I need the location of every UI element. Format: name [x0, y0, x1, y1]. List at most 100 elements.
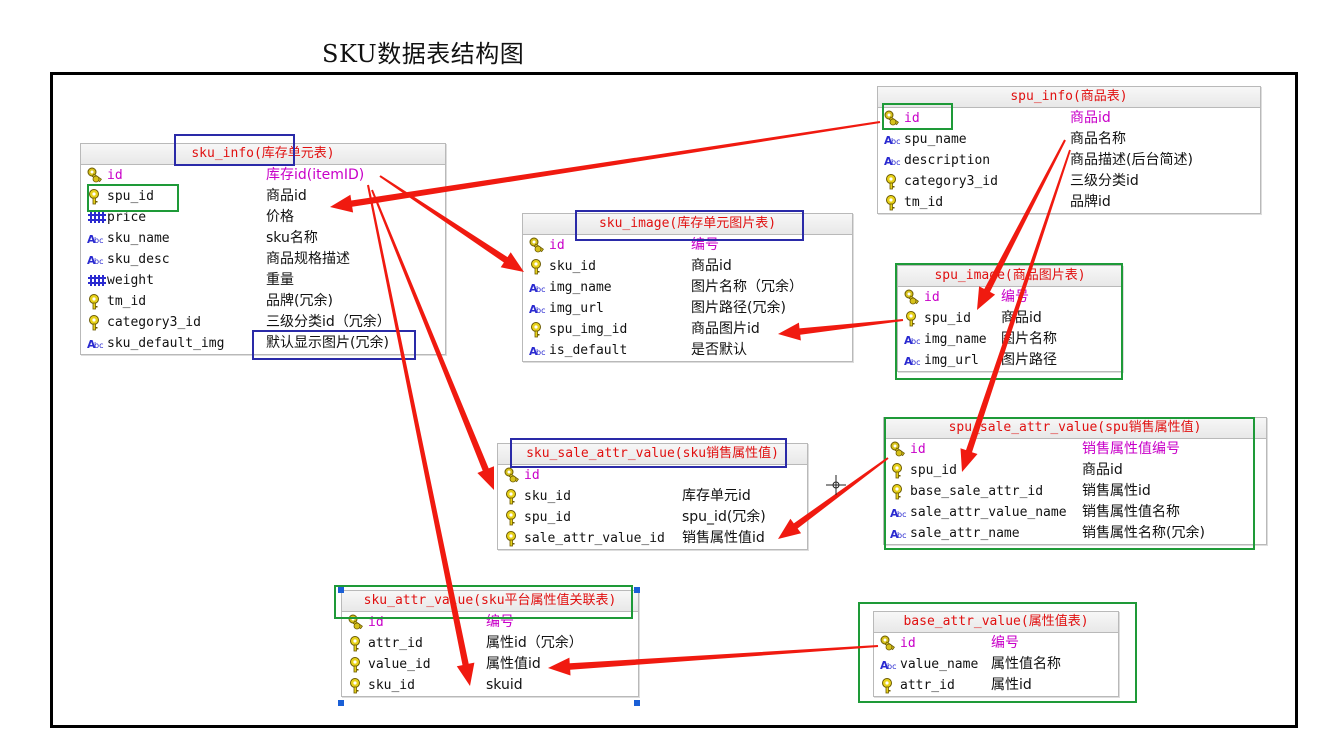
table-header[interactable]: sku_sale_attr_value(sku销售属性值): [498, 444, 807, 465]
svg-text:bc: bc: [94, 341, 103, 350]
table-sku-sale-attr-value[interactable]: sku_sale_attr_value(sku销售属性值) id sku_id 库存…: [497, 443, 808, 550]
field-name: spu_id: [910, 463, 957, 478]
table-row[interactable]: id: [498, 465, 807, 486]
field-name: img_name: [549, 280, 612, 295]
relation-arrow: [548, 645, 879, 676]
field-name: sku_id: [524, 489, 571, 504]
field-description: 库存单元id: [682, 488, 751, 504]
primary-key-icon: [87, 167, 105, 184]
svg-text:A: A: [880, 659, 889, 672]
svg-text:bc: bc: [94, 257, 103, 266]
foreign-key-icon: [87, 314, 105, 331]
foreign-key-icon: [529, 258, 547, 275]
field-description: 商品id: [1082, 462, 1123, 478]
field-name: sale_attr_value_name: [910, 505, 1067, 520]
foreign-key-icon: [504, 530, 522, 547]
table-row[interactable]: spu_id spu_id(冗余): [498, 507, 807, 528]
field-description: 图片名称: [1001, 331, 1057, 347]
table-header[interactable]: spu_info(商品表): [878, 87, 1260, 108]
foreign-key-icon: [87, 188, 105, 205]
table-header[interactable]: spu_image(商品图片表): [898, 266, 1122, 287]
field-description: 是否默认: [691, 342, 747, 358]
field-name: img_url: [549, 301, 604, 316]
foreign-key-icon: [884, 194, 902, 211]
svg-text:A: A: [529, 345, 538, 358]
svg-text:bc: bc: [536, 285, 545, 294]
field-description: 重量: [266, 272, 294, 288]
table-header[interactable]: sku_info(库存单元表): [81, 144, 445, 165]
foreign-key-icon: [504, 509, 522, 526]
field-description: 商品图片id: [691, 321, 760, 337]
field-description: 价格: [266, 209, 294, 225]
table-header[interactable]: sku_image(库存单元图片表): [523, 214, 852, 235]
selection-handle[interactable]: [634, 700, 640, 706]
field-name: value_id: [368, 657, 431, 672]
relation-arrow: [960, 149, 1071, 472]
field-name: attr_id: [368, 636, 423, 651]
field-description: spu_id(冗余): [682, 509, 766, 525]
table-header[interactable]: base_attr_value(属性值表): [874, 612, 1118, 633]
field-description: 品牌id: [1070, 194, 1111, 210]
selection-handle[interactable]: [634, 587, 640, 593]
svg-text:A: A: [890, 507, 899, 520]
svg-text:bc: bc: [891, 137, 900, 146]
field-description: 商品描述(后台简述): [1070, 152, 1193, 168]
field-description: 商品id: [266, 188, 307, 204]
foreign-key-icon: [880, 677, 898, 694]
selection-handle[interactable]: [338, 700, 344, 706]
table-header[interactable]: sku_attr_value(sku平台属性值关联表): [342, 591, 638, 612]
selection-handle[interactable]: [338, 587, 344, 593]
foreign-key-icon: [884, 173, 902, 190]
field-name: spu_id: [524, 510, 571, 525]
table-row[interactable]: sku_id 库存单元id: [498, 486, 807, 507]
field-description: 属性值名称: [991, 656, 1061, 672]
svg-text:A: A: [87, 233, 96, 246]
field-description: 销售属性值id: [682, 530, 765, 546]
table-row[interactable]: spu_id 商品id: [884, 460, 1266, 481]
field-description: 编号: [691, 237, 719, 253]
